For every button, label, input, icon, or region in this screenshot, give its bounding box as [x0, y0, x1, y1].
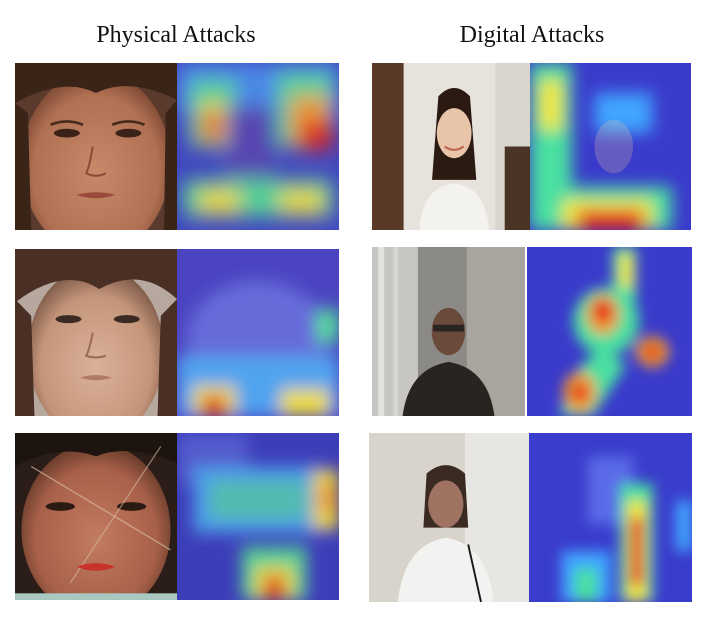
- physical-attacks-heading: Physical Attacks: [96, 22, 256, 48]
- digital-row3-woman-photo: [369, 433, 529, 602]
- physical-row3-face-photo: [15, 433, 177, 600]
- digital-row2-man-heatmap: [527, 247, 692, 416]
- digital-attacks-heading: Digital Attacks: [459, 22, 605, 48]
- digital-row1-woman-heatmap: [530, 63, 691, 230]
- digital-row1-woman-photo: [372, 63, 530, 230]
- physical-row1-face-photo: [15, 63, 177, 230]
- physical-row2-face-heatmap: [177, 249, 339, 416]
- physical-row2-face-photo: [15, 249, 177, 416]
- digital-row3-woman-heatmap: [529, 433, 692, 602]
- physical-row3-face-heatmap: [177, 433, 339, 600]
- physical-row1-face-heatmap: [177, 63, 339, 230]
- digital-row2-man-photo: [372, 247, 525, 416]
